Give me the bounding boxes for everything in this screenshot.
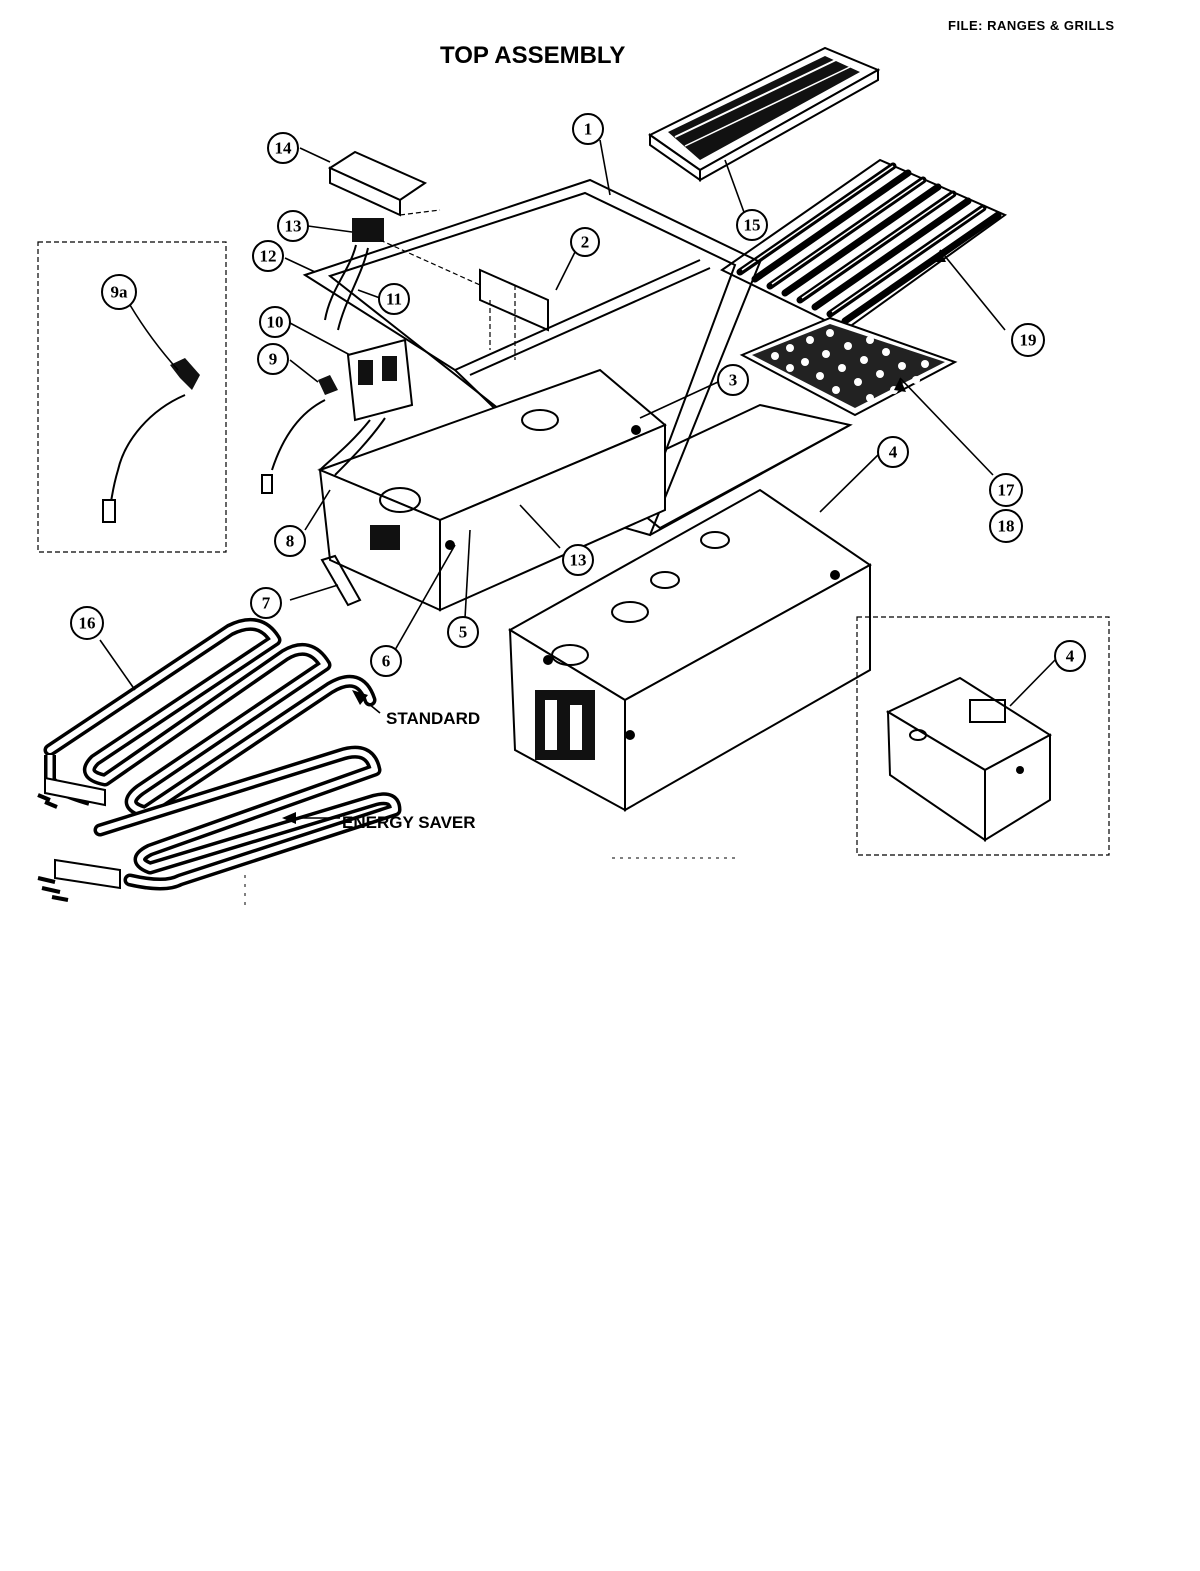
svg-text:9a: 9a (111, 283, 129, 302)
part-control-switch (324, 150, 481, 331)
svg-text:8: 8 (286, 532, 295, 551)
svg-text:16: 16 (79, 614, 96, 633)
callout-2: 2 (570, 227, 600, 257)
svg-text:17: 17 (998, 481, 1016, 500)
svg-text:7: 7 (262, 594, 271, 613)
callout-13-top: 13 (277, 210, 309, 242)
svg-text:2: 2 (581, 233, 590, 252)
svg-text:15: 15 (744, 216, 761, 235)
part-grill-grate (720, 158, 1008, 332)
svg-text:5: 5 (459, 623, 468, 642)
svg-text:1: 1 (584, 120, 593, 139)
callout-12: 12 (252, 240, 284, 272)
svg-text:12: 12 (260, 247, 277, 266)
label-energy-saver: ENERGY SAVER (342, 813, 476, 832)
part-lower-box (508, 488, 872, 812)
callout-4-inset: 4 (1054, 640, 1086, 672)
callout-9a: 9a (101, 274, 137, 310)
part-burner-box (317, 368, 667, 612)
svg-text:4: 4 (1066, 647, 1075, 666)
callout-14: 14 (267, 132, 299, 164)
callout-6: 6 (370, 645, 402, 677)
callout-8: 8 (274, 525, 306, 557)
inset-detail-box (856, 616, 1110, 856)
svg-text:18: 18 (998, 517, 1015, 536)
part-mounting-bracket (320, 554, 362, 607)
part-sensor-clip (261, 375, 338, 494)
inset-9a-box (37, 241, 227, 553)
file-label: FILE: RANGES & GRILLS (948, 18, 1115, 33)
callout-15: 15 (736, 209, 768, 241)
callout-7: 7 (250, 587, 282, 619)
svg-text:4: 4 (889, 443, 898, 462)
part-bracket (479, 268, 549, 360)
svg-text:19: 19 (1020, 331, 1037, 350)
callout-3: 3 (717, 364, 749, 396)
svg-text:13: 13 (570, 551, 587, 570)
part-heating-element-energy-saver (37, 745, 402, 902)
label-standard: STANDARD (386, 709, 480, 728)
callout-5: 5 (447, 616, 479, 648)
part-terminal-block (319, 338, 414, 476)
callout-19: 19 (1011, 323, 1045, 357)
part-grill-cover (648, 46, 881, 182)
part-rock-tray (739, 316, 958, 417)
svg-text:6: 6 (382, 652, 391, 671)
page-title: TOP ASSEMBLY (440, 42, 626, 69)
svg-text:13: 13 (285, 217, 302, 236)
svg-text:9: 9 (269, 350, 278, 369)
svg-text:11: 11 (386, 290, 402, 309)
leader-lines (99, 139, 1056, 824)
part-heating-element-standard (37, 617, 377, 819)
svg-text:14: 14 (275, 139, 293, 158)
callout-18: 18 (989, 509, 1023, 543)
callout-9: 9 (257, 343, 289, 375)
callout-1: 1 (572, 113, 604, 145)
callout-11: 11 (378, 283, 410, 315)
callout-4: 4 (877, 436, 909, 468)
callout-16: 16 (70, 606, 104, 640)
callout-10: 10 (259, 306, 291, 338)
svg-text:10: 10 (267, 313, 284, 332)
callout-17: 17 (989, 473, 1023, 507)
callout-13: 13 (562, 544, 594, 576)
svg-text:3: 3 (729, 371, 738, 390)
